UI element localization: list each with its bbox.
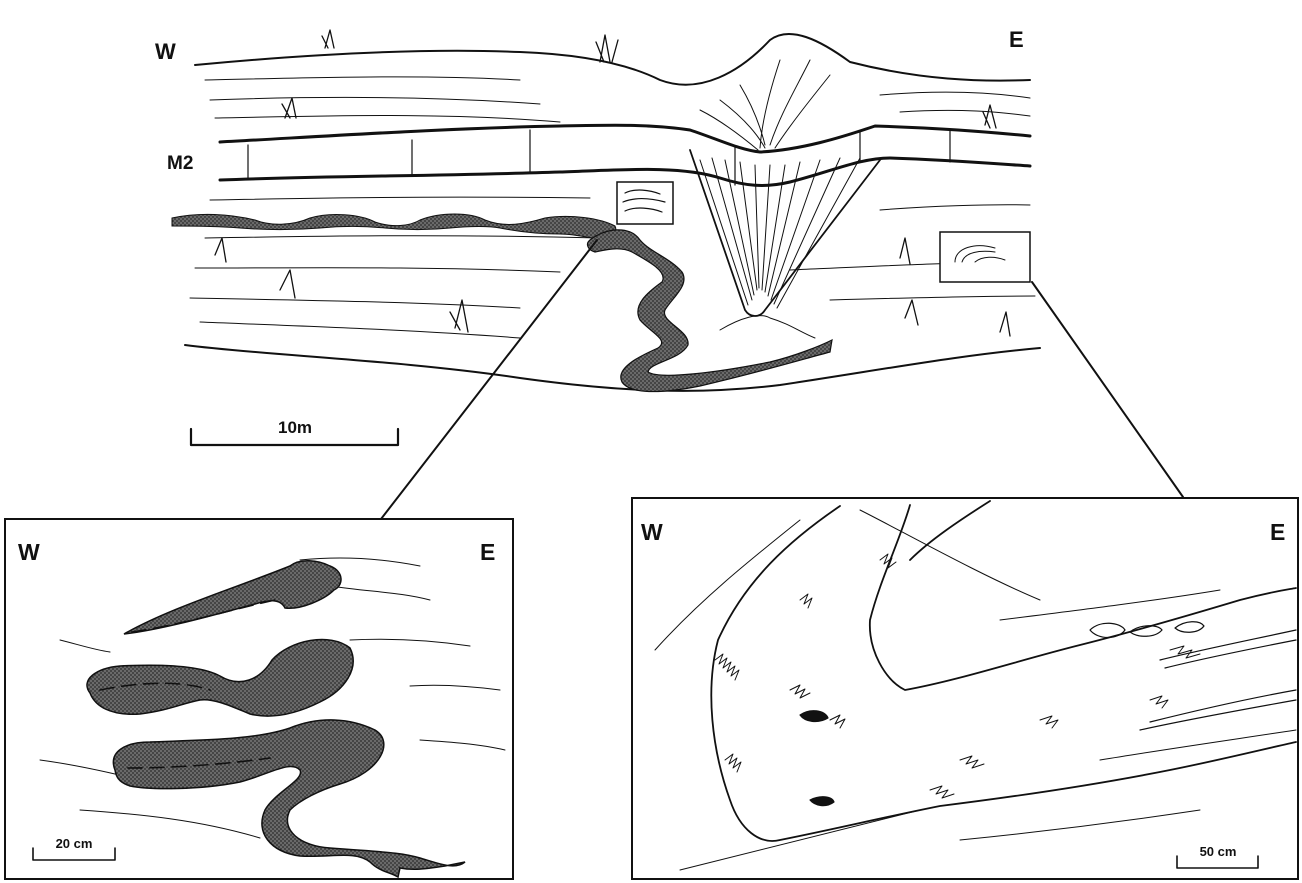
v-shaped-trough (690, 60, 880, 338)
right-inset-frame (632, 498, 1298, 879)
section-base-line (185, 345, 1040, 391)
left-leader-line (381, 240, 597, 519)
left-inset-west-label: W (18, 539, 40, 565)
right-inset-panel: W E (632, 498, 1298, 879)
m2-marker-bed (220, 125, 1030, 185)
upper-bedding-lines (205, 77, 1030, 122)
left-inset-panel: W E 20 cm (5, 519, 513, 879)
right-inset-locator-box (940, 232, 1030, 282)
left-inset-east-label: E (480, 539, 495, 565)
main-scale-bar: 10m (191, 418, 398, 445)
right-inset-scale-label: 50 cm (1200, 844, 1237, 859)
main-west-label: W (155, 39, 176, 64)
main-east-label: E (1009, 27, 1024, 52)
grass-tufts (215, 30, 1010, 336)
right-inset-west-label: W (641, 519, 663, 545)
main-cross-section: W E M2 10m (155, 27, 1183, 519)
main-scale-label: 10m (278, 418, 312, 437)
folded-stippled-layer (172, 214, 832, 392)
left-inset-locator-box (617, 182, 673, 224)
right-leader-line (1032, 282, 1183, 497)
right-inset-east-label: E (1270, 519, 1285, 545)
left-inset-scale-label: 20 cm (56, 836, 93, 851)
m2-label: M2 (167, 153, 193, 174)
